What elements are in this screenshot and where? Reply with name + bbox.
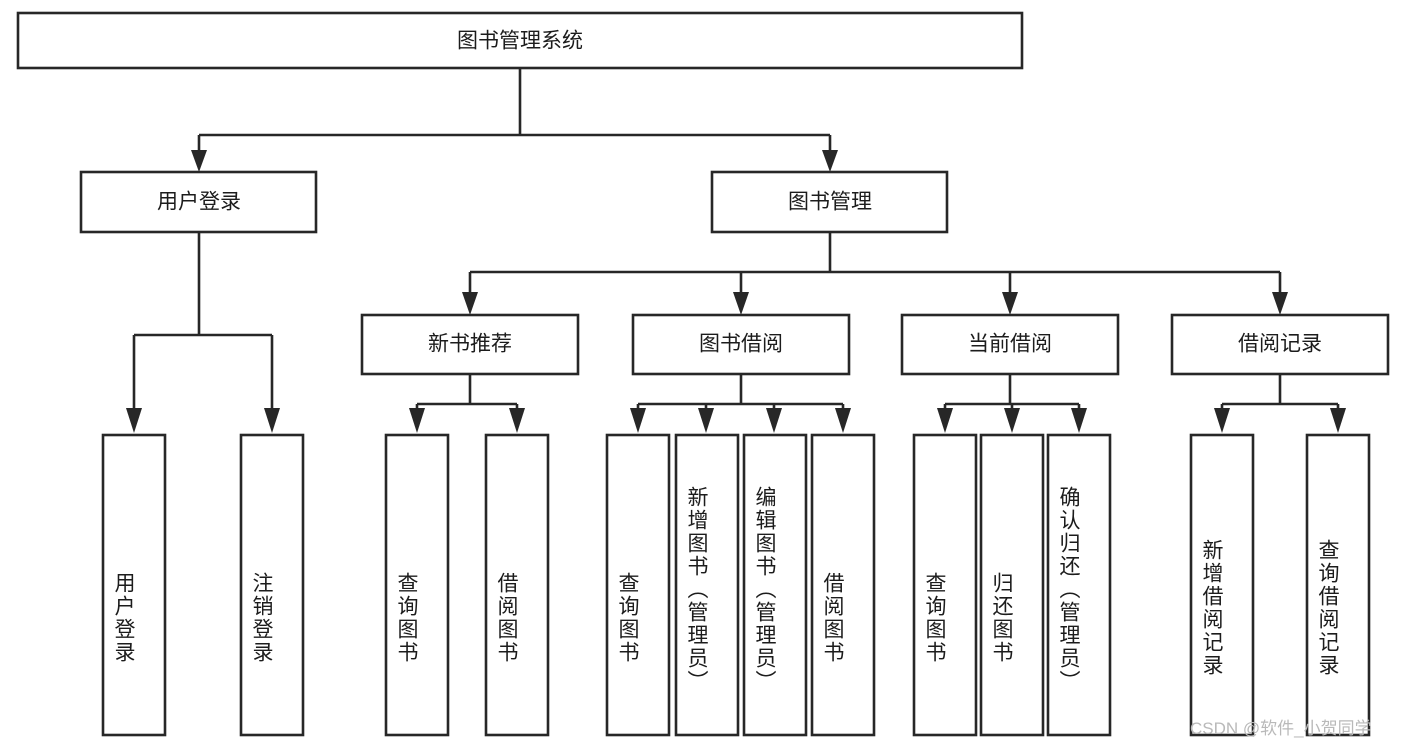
leaf-group-book-borrow	[605, 433, 876, 737]
arrow-currentborrow-leaf-3	[1071, 408, 1087, 433]
arrow-bookmgmt-to-currentborrow	[1002, 292, 1018, 315]
arrow-bookborrow-leaf-3	[766, 408, 782, 433]
leaf-box-user-login-1[interactable]	[239, 433, 305, 737]
edge-group-userlogin-to-leaves	[126, 232, 280, 433]
leaf-box-book-borrow-3[interactable]	[810, 433, 876, 737]
arrow-currentborrow-leaf-2	[1004, 408, 1020, 433]
node-book-borrow-box[interactable]	[631, 313, 851, 376]
leaf-box-current-borrow-0[interactable]	[912, 433, 978, 737]
arrow-bookborrow-leaf-2	[698, 408, 714, 433]
node-root[interactable]: 图书管理系统	[16, 11, 1024, 70]
arrow-userlogin-leaf-1	[126, 408, 142, 433]
leaf-box-book-borrow-2[interactable]	[742, 433, 808, 737]
node-borrow-record[interactable]: 借阅记录	[1170, 313, 1390, 376]
leaf-box-borrow-record-0[interactable]	[1189, 433, 1255, 737]
arrow-root-to-userlogin	[191, 150, 207, 172]
arrow-bookmgmt-to-bookborrow	[733, 292, 749, 315]
node-book-borrow-label: 图书借阅	[699, 333, 783, 356]
edge-group-root-to-level2	[191, 68, 838, 172]
leaf-box-new-book-1[interactable]	[484, 433, 550, 737]
leaf-box-new-book-0[interactable]	[384, 433, 450, 737]
leaf-box-user-login-0[interactable]	[101, 433, 167, 737]
leaf-group-borrow-record	[1189, 433, 1371, 737]
arrow-borrowrecord-leaf-1	[1214, 408, 1230, 433]
node-user-login[interactable]: 用户登录	[79, 170, 318, 234]
node-book-borrow[interactable]: 图书借阅	[631, 313, 851, 376]
leaf-box-borrow-record-1[interactable]	[1305, 433, 1371, 737]
arrow-bookborrow-leaf-4	[835, 408, 851, 433]
node-root-box[interactable]	[16, 11, 1024, 70]
arrow-borrowrecord-leaf-2	[1330, 408, 1346, 433]
node-book-management-box[interactable]	[710, 170, 949, 234]
node-new-book-recommend-label: 新书推荐	[428, 333, 512, 356]
node-root-label: 图书管理系统	[457, 30, 583, 53]
node-new-book-recommend[interactable]: 新书推荐	[360, 313, 580, 376]
node-user-login-box[interactable]	[79, 170, 318, 234]
node-book-management-label: 图书管理	[788, 191, 872, 214]
leaf-box-current-borrow-2[interactable]	[1046, 433, 1112, 737]
node-borrow-record-box[interactable]	[1170, 313, 1390, 376]
arrow-bookmgmt-to-borrowrecord	[1272, 292, 1288, 315]
arrow-newbook-leaf-2	[509, 408, 525, 433]
node-current-borrow-label: 当前借阅	[968, 333, 1052, 356]
leaf-group-new-book	[384, 433, 550, 737]
edge-group-borrowrecord-to-leaves	[1214, 374, 1346, 433]
edge-group-bookborrow-to-leaves	[630, 374, 851, 433]
leaf-box-current-borrow-1[interactable]	[979, 433, 1045, 737]
leaf-group-current-borrow	[912, 433, 1112, 737]
leaf-group-user-login	[101, 433, 305, 737]
arrow-bookborrow-leaf-1	[630, 408, 646, 433]
node-borrow-record-label: 借阅记录	[1238, 333, 1322, 356]
arrow-newbook-leaf-1	[409, 408, 425, 433]
node-new-book-recommend-box[interactable]	[360, 313, 580, 376]
node-user-login-label: 用户登录	[157, 191, 241, 214]
arrow-bookmgmt-to-newbook	[462, 292, 478, 315]
edge-group-newbook-to-leaves	[409, 374, 525, 433]
edge-group-bookmgmt-to-level3	[462, 232, 1288, 315]
leaf-box-book-borrow-1[interactable]	[674, 433, 740, 737]
node-current-borrow-box[interactable]	[900, 313, 1120, 376]
node-book-management[interactable]: 图书管理	[710, 170, 949, 234]
node-current-borrow[interactable]: 当前借阅	[900, 313, 1120, 376]
arrow-userlogin-leaf-2	[264, 408, 280, 433]
arrow-root-to-bookmgmt	[822, 150, 838, 172]
edge-group-currentborrow-to-leaves	[937, 374, 1087, 433]
leaf-box-book-borrow-0[interactable]	[605, 433, 671, 737]
arrow-currentborrow-leaf-1	[937, 408, 953, 433]
csdn-watermark: CSDN @软件_小贺同学	[1190, 719, 1372, 738]
